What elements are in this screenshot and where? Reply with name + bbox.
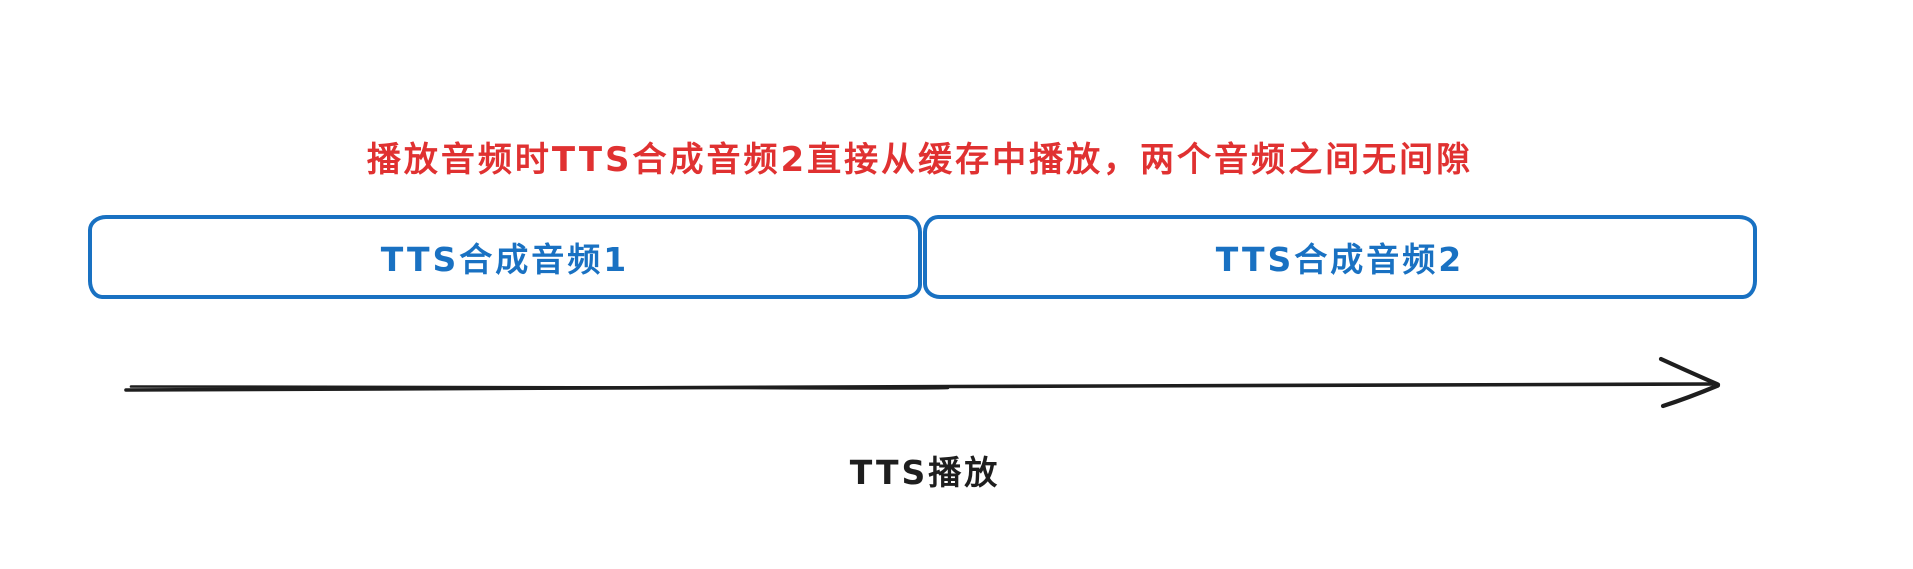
- annotation-text: 播放音频时TTS合成音频2直接从缓存中播放，两个音频之间无间隙: [366, 140, 1474, 180]
- tts-audio-1-label: TTS合成音频1: [380, 240, 630, 279]
- timeline-label: TTS播放: [849, 453, 1001, 492]
- tts-audio-2-box: TTS合成音频2: [923, 215, 1757, 299]
- tts-audio-2-label: TTS合成音频2: [1215, 240, 1465, 279]
- audio-segments-row: TTS合成音频1 TTS合成音频2: [88, 215, 1757, 299]
- right-arrow-icon: [124, 356, 1721, 409]
- tts-audio-1-box: TTS合成音频1: [88, 215, 922, 299]
